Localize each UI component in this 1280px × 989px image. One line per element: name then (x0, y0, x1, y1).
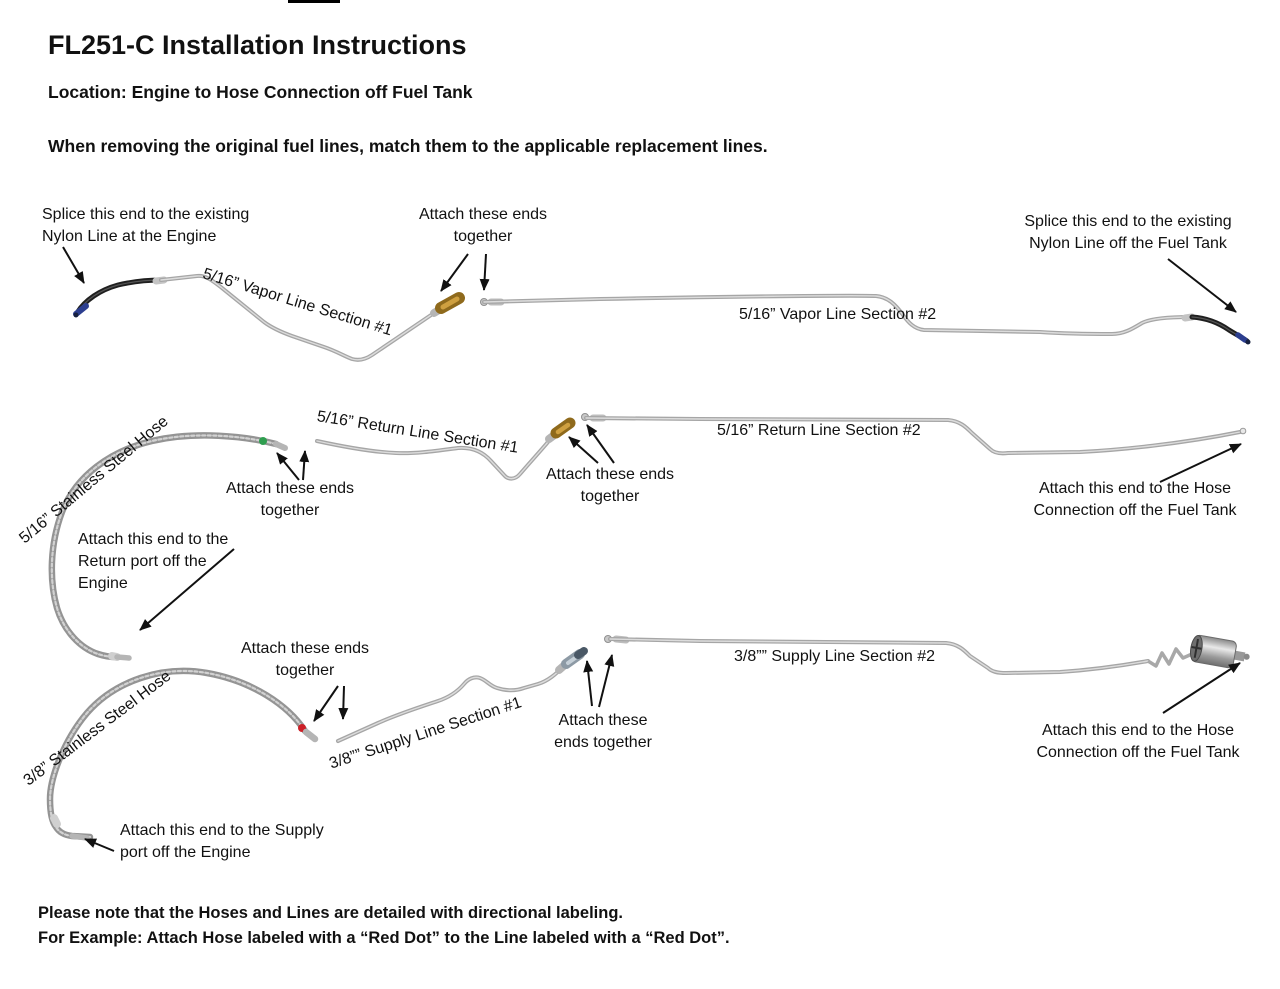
blue-splice-fitting (73, 303, 89, 317)
callout-return-tank: Attach this end to the Hose Connection o… (1033, 480, 1237, 519)
green-dot-marker (259, 437, 267, 445)
vapor-line-1-tube (159, 273, 439, 362)
vapor-line-section-1 (73, 273, 465, 362)
hose-end-fitting (302, 728, 319, 743)
supply-line-section-2 (604, 634, 1250, 675)
return-stainless-hose (52, 435, 288, 661)
callout-splice-tank: Splice this end to the existing Nylon Li… (1024, 213, 1232, 252)
callout-return-port: Attach this end to the Return port off t… (78, 531, 229, 592)
scan-artifact-bar (288, 0, 340, 3)
arrow-return-attach-mid-b (586, 424, 615, 464)
arrow-return-attach-left-a (276, 452, 300, 481)
label-vapor-section-2: 5/16” Vapor Line Section #2 (739, 306, 937, 323)
intro-line: When removing the original fuel lines, m… (48, 136, 768, 156)
callout-supply-attach-mid: Attach these ends together (554, 712, 652, 751)
arrow-return-attach-mid-a (568, 436, 599, 464)
label-supply-section-2: 3/8”” Supply Line Section #2 (734, 648, 936, 665)
arrow-vapor-attach-right (479, 253, 490, 291)
blue-splice-fitting (1235, 332, 1248, 343)
callout-supply-tank: Attach this end to the Hose Connection o… (1036, 722, 1240, 761)
engine-port-fitting (69, 833, 90, 841)
callout-return-attach-mid: Attach these ends together (545, 466, 675, 505)
inline-fuel-filter (1189, 634, 1250, 669)
callout-arrows (62, 246, 1242, 852)
label-return-section-2: 5/16” Return Line Section #2 (717, 422, 921, 439)
arrow-supply-tank-end (1162, 662, 1241, 714)
return-line-section-2 (581, 413, 1247, 456)
fitting-tip (574, 647, 588, 659)
arrow-return-port (139, 548, 235, 631)
hose-tip (1245, 339, 1251, 345)
arrow-supply-attach-mid-a (583, 660, 594, 707)
hose-collar (50, 814, 61, 828)
return-line-section-1 (315, 417, 576, 481)
hose-end-fitting (273, 441, 288, 451)
callout-splice-engine: Splice this end to the existing Nylon Li… (42, 206, 250, 245)
arrow-supply-port (84, 838, 115, 852)
arrow-return-tank-end (1159, 443, 1242, 483)
location-line: Location: Engine to Hose Connection off … (48, 82, 473, 102)
tank-end-tip (1239, 427, 1247, 435)
callout-supply-attach-left: Attach these ends together (240, 640, 370, 679)
vapor-line-section-2 (480, 293, 1251, 345)
filter-outlet (1233, 650, 1246, 662)
supply-stainless-hose (50, 671, 319, 841)
arrow-supply-attach-left-b (338, 685, 349, 720)
hose-tip (73, 312, 79, 318)
crinkle-section (1147, 647, 1193, 668)
arrow-return-attach-left-b (299, 450, 310, 481)
directional-labeling-note: Please note that the Hoses and Lines are… (38, 904, 730, 947)
supply-line-section-1 (336, 647, 588, 743)
callout-supply-port: Attach this end to the Supply port off t… (120, 822, 324, 861)
arrow-splice-tank (1167, 258, 1237, 313)
arrow-supply-attach-mid-b (598, 654, 615, 708)
page-title: FL251-C Installation Instructions (48, 30, 467, 60)
arrow-supply-attach-left-a (313, 685, 339, 722)
arrow-vapor-attach-left (440, 253, 469, 292)
engine-port-fitting (114, 654, 132, 661)
arrow-splice-engine (62, 246, 85, 284)
callout-return-attach-left: Attach these ends together (225, 480, 355, 519)
callout-vapor-attach: Attach these ends together (418, 206, 548, 245)
